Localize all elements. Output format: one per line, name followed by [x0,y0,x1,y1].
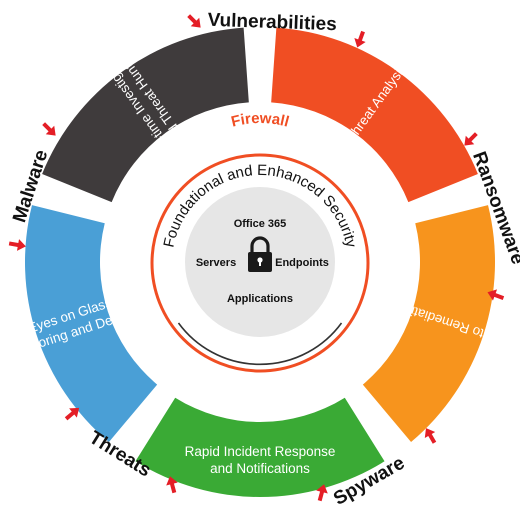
core-office365: Office 365 [234,218,287,230]
segment-threat-hunting [42,27,249,203]
threat-arrows [8,14,505,502]
threat-arrow-icon [487,289,505,301]
segment-rapid-response [135,397,385,497]
threat-arrow-icon [354,30,366,48]
threat-arrow-icon [424,428,437,444]
segment-threat-analysis [271,27,478,203]
foundation-arc [177,322,343,366]
threat-arrow-icon [8,239,26,251]
service-ring [24,27,496,497]
firewall-label: Firewall [229,110,290,131]
core-applications: Applications [227,293,293,305]
threat-arrow-icon [187,14,201,28]
threat-arrow-icon [42,122,56,136]
firewall-ring [150,153,370,373]
core-servers: Servers [196,257,236,269]
threat-arrow-icon [464,132,478,146]
threat-arrow-icon [64,407,80,421]
threat-arrow-icon [166,476,178,494]
segment-eyes-on-glass [24,205,158,443]
segment-auto-remediation [362,205,496,443]
padlock-icon [248,236,272,272]
threat-vulnerabilities: Vulnerabilities [207,10,337,35]
threat-arrow-icon [316,484,328,502]
core-endpoints: Endpoints [275,257,329,269]
